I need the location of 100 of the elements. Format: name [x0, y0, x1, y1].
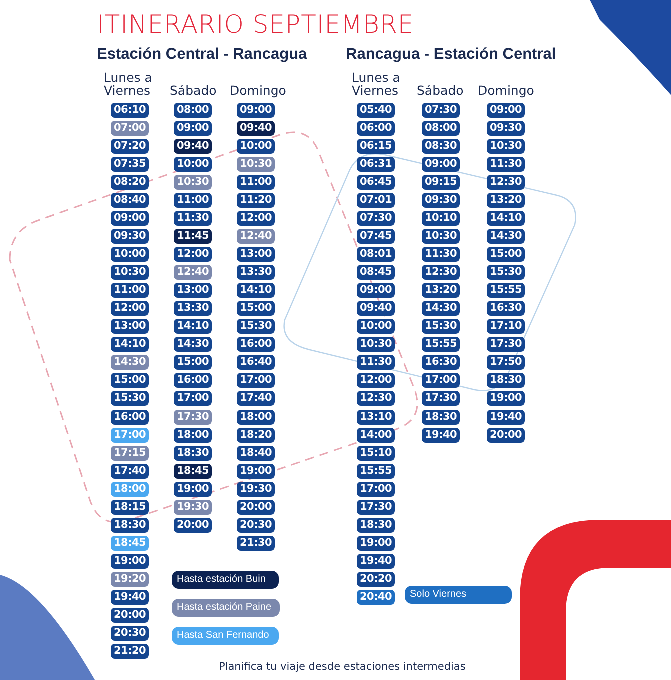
- departure-time: 19:40: [487, 410, 525, 424]
- departure-time: 19:40: [357, 554, 395, 569]
- departure-time: 17:30: [174, 410, 212, 424]
- route-heading: Estación Central - Rancagua: [97, 46, 308, 64]
- route-heading: Rancagua - Estación Central: [346, 46, 556, 64]
- departure-time: 09:30: [111, 229, 149, 244]
- column-header: Lunes a Viernes: [352, 71, 402, 97]
- departure-time: 19:00: [237, 464, 275, 479]
- departure-time: 10:10: [422, 211, 460, 226]
- departure-time: 11:30: [174, 211, 212, 226]
- departure-time: 14:10: [111, 337, 149, 352]
- departure-time: 17:00: [237, 373, 275, 388]
- departure-time: 07:20: [111, 139, 149, 154]
- departure-time: 18:00: [111, 482, 149, 497]
- departure-time: 15:00: [487, 247, 525, 262]
- departure-time: 19:40: [111, 590, 149, 605]
- departure-time: 06:00: [357, 121, 395, 136]
- legend-item: Hasta estación Paine: [172, 599, 280, 617]
- departure-time: 12:00: [357, 373, 395, 388]
- departure-time: 18:40: [237, 446, 275, 461]
- departure-time: 09:30: [422, 193, 460, 208]
- departure-time: 13:30: [237, 265, 275, 280]
- departure-time: 12:30: [357, 391, 395, 406]
- departure-time: 17:50: [487, 355, 525, 370]
- departure-time: 08:30: [422, 139, 460, 154]
- departure-time: 09:00: [357, 283, 395, 298]
- departure-time: 16:00: [237, 337, 275, 352]
- departure-time: 17:40: [237, 391, 275, 406]
- departure-time: 10:30: [111, 265, 149, 280]
- departure-time: 18:30: [487, 373, 525, 388]
- departure-time: 06:15: [357, 139, 395, 154]
- departure-time: 10:30: [357, 337, 395, 352]
- departure-time: 08:20: [111, 175, 149, 190]
- departure-time: 15:00: [174, 355, 212, 370]
- departure-time: 10:00: [357, 319, 395, 334]
- departure-time: 11:00: [237, 175, 275, 190]
- departure-time: 17:00: [357, 482, 395, 497]
- departure-time: 06:10: [111, 103, 149, 118]
- departure-time: 15:00: [237, 301, 275, 316]
- departure-time: 19:00: [174, 482, 212, 497]
- departure-time: 13:20: [422, 283, 460, 298]
- departure-time: 20:30: [111, 626, 149, 641]
- departure-time: 15:30: [422, 319, 460, 334]
- departure-time: 10:30: [422, 229, 460, 244]
- departure-time: 13:00: [111, 319, 149, 334]
- legend-item: Hasta estación Buin: [172, 571, 279, 589]
- departure-time: 18:45: [111, 536, 149, 551]
- departure-time: 11:00: [111, 283, 149, 298]
- departure-time: 12:00: [237, 211, 275, 226]
- departure-time: 17:00: [174, 391, 212, 406]
- departure-time: 18:20: [237, 428, 275, 443]
- departure-time: 20:00: [111, 608, 149, 623]
- departure-time: 12:30: [422, 265, 460, 280]
- departure-time: 19:30: [237, 482, 275, 497]
- departure-time: 19:00: [487, 391, 525, 406]
- departure-time: 18:30: [422, 410, 460, 424]
- departure-time: 09:30: [487, 121, 525, 136]
- departure-time: 17:10: [487, 319, 525, 334]
- departure-time: 07:45: [357, 229, 395, 244]
- departure-time: 20:20: [357, 572, 395, 587]
- departure-time: 08:45: [357, 265, 395, 280]
- departure-time: 12:30: [487, 175, 525, 190]
- departure-time: 11:30: [487, 157, 525, 172]
- departure-time: 16:00: [111, 410, 149, 424]
- departure-time: 09:40: [357, 301, 395, 316]
- departure-time: 17:30: [487, 337, 525, 352]
- departure-time: 11:30: [357, 355, 395, 370]
- departure-time: 12:00: [111, 301, 149, 316]
- departure-time: 14:30: [174, 337, 212, 352]
- column-header: Sábado: [170, 84, 218, 97]
- departure-time: 10:00: [237, 139, 275, 154]
- departure-time: 18:00: [174, 428, 212, 443]
- departure-time: 09:00: [111, 211, 149, 226]
- departure-time: 06:45: [357, 175, 395, 190]
- departure-time: 13:00: [174, 283, 212, 298]
- departure-time: 13:20: [487, 193, 525, 208]
- legend-item: Solo Viernes: [405, 586, 512, 604]
- departure-time: 17:15: [111, 446, 149, 461]
- departure-time: 07:30: [422, 103, 460, 118]
- departure-time: 18:00: [237, 410, 275, 424]
- departure-time: 14:30: [111, 355, 149, 370]
- departure-time: 09:40: [174, 139, 212, 154]
- departure-time: 17:30: [357, 500, 395, 515]
- departure-time: 15:00: [111, 373, 149, 388]
- departure-time: 19:00: [111, 554, 149, 569]
- departure-time: 10:30: [237, 157, 275, 172]
- departure-time: 17:30: [422, 391, 460, 406]
- departure-time: 11:00: [174, 193, 212, 208]
- departure-time: 07:35: [111, 157, 149, 172]
- departure-time: 18:45: [174, 464, 212, 479]
- departure-time: 13:30: [174, 301, 212, 316]
- departure-time: 20:30: [237, 518, 275, 533]
- departure-time: 19:00: [357, 536, 395, 551]
- departure-time: 08:00: [174, 103, 212, 118]
- footer-note: Planifica tu viaje desde estaciones intermedias: [219, 661, 466, 673]
- departure-time: 16:40: [237, 355, 275, 370]
- departure-time: 14:30: [422, 301, 460, 316]
- departure-time: 15:55: [422, 337, 460, 352]
- departure-time: 15:30: [487, 265, 525, 280]
- departure-time: 14:10: [174, 319, 212, 334]
